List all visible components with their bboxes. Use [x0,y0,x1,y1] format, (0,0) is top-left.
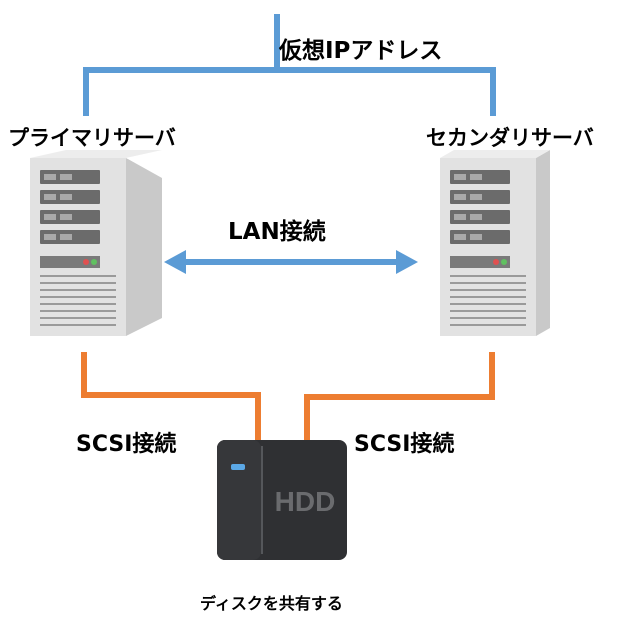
secondary-server-label: セカンダリサーバ [426,126,594,150]
virtual-ip-network-lines [83,14,496,116]
lan-connection-arrow [164,250,418,274]
hdd-label: HDD [275,486,336,517]
lan-label: LAN接続 [228,219,326,245]
shared-disk-caption: ディスクを共有する [200,594,343,613]
primary-server-label: プライマリサーバ [8,126,176,150]
scsi-left-label: SCSI接続 [76,432,177,457]
secondary-server-icon [440,150,550,336]
hdd-icon [217,440,347,560]
virtual-ip-label: 仮想IPアドレス [279,38,443,64]
scsi-right-label: SCSI接続 [354,432,455,457]
scsi-connection-lines [81,352,495,440]
primary-server-icon [30,150,162,336]
